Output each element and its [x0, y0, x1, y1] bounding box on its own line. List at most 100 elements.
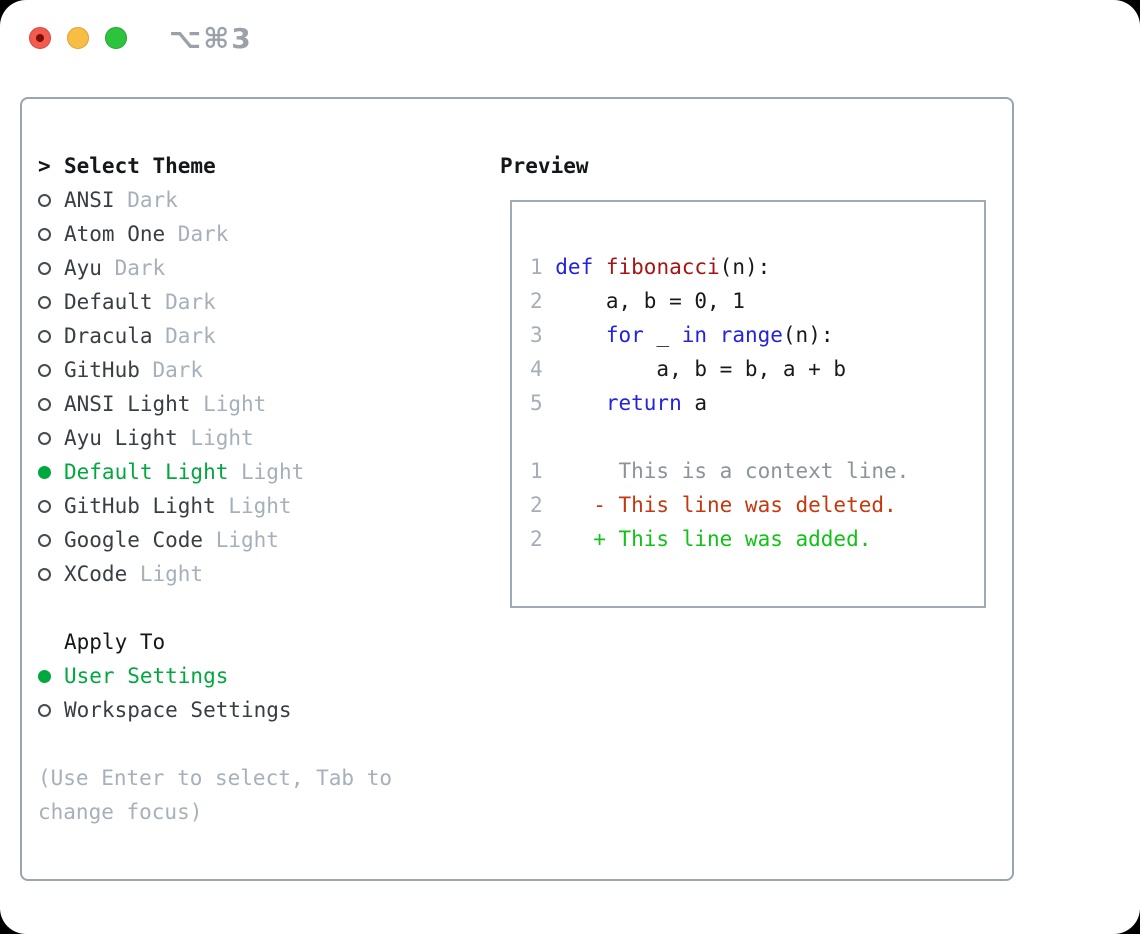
radio-circle	[38, 533, 51, 547]
theme-option[interactable]: Ayu Dark	[38, 251, 478, 285]
apply-option-label: User Settings	[64, 664, 229, 688]
line-number	[530, 420, 543, 454]
theme-option-label: Default Light	[64, 460, 229, 484]
code-segment-ctx: This is a context line.	[555, 459, 910, 483]
theme-option[interactable]: XCode Light	[38, 557, 478, 591]
theme-variant-label: Dark	[114, 256, 166, 280]
radio-unselected-icon	[38, 703, 64, 717]
line-number: 4	[530, 357, 543, 381]
code-line: 2 a, b = 0, 1	[512, 284, 984, 318]
apply-option-label: Workspace Settings	[64, 698, 292, 722]
theme-variant-label: Light	[139, 562, 204, 586]
radio-circle	[38, 669, 51, 683]
radio-circle	[38, 261, 51, 275]
code-segment-plain	[707, 318, 720, 352]
radio-circle	[38, 329, 51, 343]
theme-option-label: Google Code	[64, 528, 204, 552]
code-segment-kw: for	[605, 323, 644, 347]
apply-to-title: Apply To	[64, 630, 166, 654]
apply-option[interactable]: User Settings	[38, 659, 478, 693]
close-button[interactable]	[29, 27, 51, 49]
minimize-button[interactable]	[67, 27, 89, 49]
radio-unselected-icon	[38, 193, 64, 207]
radio-unselected-icon	[38, 499, 64, 513]
code-segment-kw: return	[605, 391, 682, 415]
code-line: 5 return a	[512, 386, 984, 420]
code-segment-fn: fibonacci	[605, 255, 720, 279]
radio-unselected-icon	[38, 363, 64, 377]
radio-circle	[38, 499, 51, 513]
code-segment-plain	[555, 386, 606, 420]
code-segment-plain	[555, 318, 606, 352]
window-title: ⌥⌘3	[169, 21, 253, 55]
line-number: 2	[530, 527, 543, 551]
theme-option-label: XCode	[64, 562, 128, 586]
cursor-caret: >	[38, 154, 51, 178]
code-segment-plain: a, b = b, a + b	[555, 357, 847, 381]
theme-variant-label: Dark	[177, 222, 229, 246]
maximize-button[interactable]	[105, 27, 127, 49]
line-number: 1	[530, 255, 543, 279]
apply-to-header: Apply To	[38, 625, 478, 659]
line-number: 5	[530, 391, 543, 415]
code-segment-plain	[593, 250, 606, 284]
radio-unselected-icon	[38, 227, 64, 241]
code-line: 4 a, b = b, a + b	[512, 352, 984, 386]
radio-unselected-icon	[38, 295, 64, 309]
code-segment-kw: range	[719, 323, 783, 347]
code-line: 2 + This line was added.	[512, 522, 984, 556]
code-segment-kw: in	[681, 323, 708, 347]
theme-variant-label: Light	[203, 392, 267, 416]
code-segment-plain: (n):	[719, 255, 771, 279]
code-segment-add: + This line was added.	[555, 527, 872, 551]
theme-option-label: ANSI	[64, 188, 115, 212]
theme-option-label: ANSI Light	[64, 392, 191, 416]
theme-option[interactable]: Dracula Dark	[38, 319, 478, 353]
radio-selected-icon	[38, 669, 64, 683]
theme-option[interactable]: Ayu Light Light	[38, 421, 478, 455]
theme-option-label: Ayu	[64, 256, 102, 280]
radio-circle	[38, 465, 51, 479]
theme-option[interactable]: ANSI Dark	[38, 183, 478, 217]
theme-option[interactable]: ANSI Light Light	[38, 387, 478, 421]
theme-variant-label: Dark	[152, 358, 204, 382]
radio-circle	[38, 431, 51, 445]
spacer	[38, 591, 478, 625]
line-number: 1	[530, 459, 543, 483]
theme-option[interactable]: GitHub Light Light	[38, 489, 478, 523]
theme-option-label: Atom One	[64, 222, 166, 246]
theme-option-label: Ayu Light	[64, 426, 178, 450]
code-segment-plain: a	[681, 391, 708, 415]
line-number: 2	[530, 289, 543, 313]
code-segment-del: - This line was deleted.	[555, 493, 897, 517]
apply-option[interactable]: Workspace Settings	[38, 693, 478, 727]
radio-unselected-icon	[38, 329, 64, 343]
preview-title: Preview	[500, 154, 589, 178]
spacer	[38, 727, 478, 761]
radio-unselected-icon	[38, 397, 64, 411]
radio-circle	[38, 193, 51, 207]
theme-option[interactable]: Atom One Dark	[38, 217, 478, 251]
theme-variant-label: Light	[190, 426, 254, 450]
radio-unselected-icon	[38, 261, 64, 275]
line-number: 3	[530, 323, 543, 347]
theme-variant-label: Dark	[127, 188, 178, 212]
code-line: 3 for _ in range(n):	[512, 318, 984, 352]
code-line: 2 - This line was deleted.	[512, 488, 984, 522]
theme-variant-label: Dark	[165, 324, 216, 348]
theme-variant-label: Light	[228, 494, 292, 518]
theme-option-label: Dracula	[64, 324, 153, 348]
theme-option-label: GitHub Light	[64, 494, 216, 518]
code-segment-plain: a, b = 0, 1	[555, 289, 745, 313]
code-segment-plain: _	[643, 323, 682, 347]
